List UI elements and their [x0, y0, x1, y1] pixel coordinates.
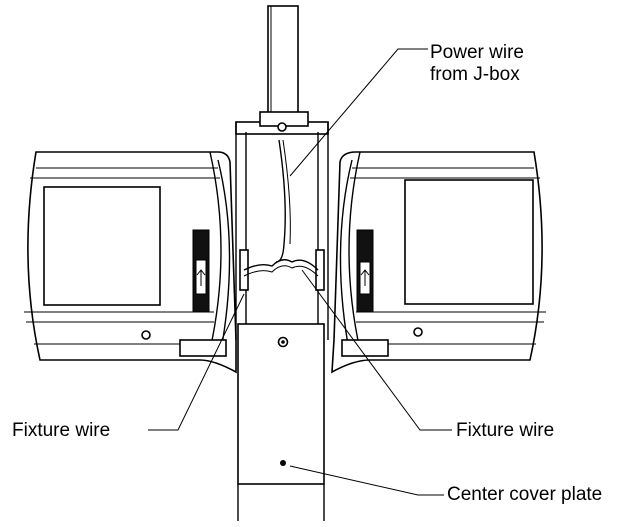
label-fixture-wire-left: Fixture wire	[12, 420, 111, 441]
fixture-wire-left-path	[243, 259, 319, 271]
center-cover-plate	[237, 323, 325, 521]
label-power-wire: Power wire from J-box	[430, 42, 600, 86]
power-wire-leader	[289, 48, 428, 177]
mounting-pole	[267, 5, 299, 123]
label-center-cover-plate: Center cover plate	[447, 484, 603, 505]
wires	[243, 139, 319, 277]
label-power-wire-text: Power wire from J-box	[430, 42, 524, 85]
power-wire	[275, 139, 286, 263]
right-fixture	[331, 151, 546, 374]
center-cover-plate-leader	[289, 465, 444, 496]
mounting-bracket	[235, 111, 329, 340]
fixture-wire-right-leader	[301, 269, 452, 431]
left-fixture	[24, 151, 237, 374]
fixture-wire-left-leader	[148, 293, 245, 431]
label-fixture-wire-right: Fixture wire	[456, 420, 555, 441]
leader-lines	[148, 48, 452, 496]
